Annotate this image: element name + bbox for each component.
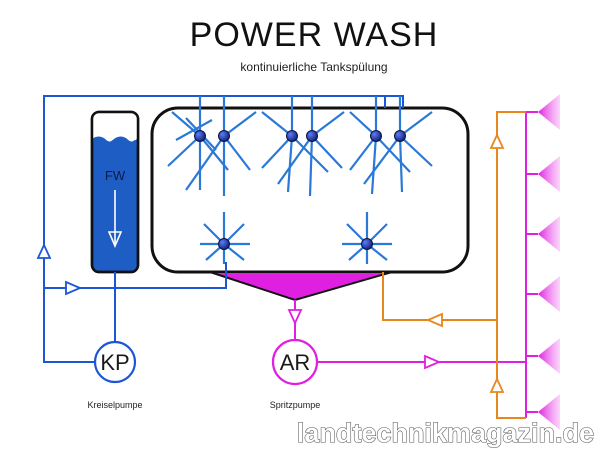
- boom-nozzle: [526, 394, 560, 430]
- watermark: landtechnikmagazin.de: [297, 418, 594, 448]
- centrifugal-pump-caption: Kreiselpumpe: [87, 400, 142, 410]
- spray-cluster-right: [349, 96, 433, 195]
- boom-nozzle: [526, 216, 560, 252]
- flow-arrow-left: [425, 312, 443, 328]
- diagram-title: POWER WASH: [190, 16, 439, 54]
- spray-pump-label: AR: [280, 350, 311, 375]
- nozzle-head: [218, 130, 230, 142]
- lower-spray-right: [342, 212, 392, 264]
- freshwater-tank-label: FW: [105, 168, 126, 183]
- centrifugal-pump-label: KP: [100, 350, 129, 375]
- nozzle-head: [286, 130, 298, 142]
- boom-nozzle: [526, 338, 560, 374]
- spray-cluster-center: [261, 96, 345, 197]
- boom-nozzles: [526, 94, 560, 430]
- spray-pump-caption: Spritzpumpe: [270, 400, 321, 410]
- nozzle-head: [218, 238, 230, 250]
- centrifugal-pump: [93, 340, 137, 384]
- flow-arrow-right: [424, 354, 442, 370]
- boom-nozzle: [526, 94, 560, 130]
- flow-arrow-down: [287, 309, 303, 326]
- spray-pump: [271, 338, 319, 386]
- tank-sump: [209, 271, 393, 302]
- freshwater-tank: [90, 110, 140, 274]
- boom-nozzle: [526, 156, 560, 192]
- lower-spray-left: [200, 212, 250, 264]
- boom-nozzle: [526, 276, 560, 312]
- flow-arrow-up: [36, 242, 52, 259]
- flow-arrow-up: [489, 376, 505, 393]
- nozzle-head: [361, 238, 373, 250]
- nozzle-head: [394, 130, 406, 142]
- nozzle-head: [306, 130, 318, 142]
- flow-arrow-up: [489, 132, 505, 149]
- nozzle-head: [194, 130, 206, 142]
- flow-arrow-right: [65, 280, 83, 296]
- return-piping: [382, 111, 526, 419]
- nozzle-head: [370, 130, 382, 142]
- diagram-subtitle: kontinuierliche Tankspülung: [240, 60, 387, 74]
